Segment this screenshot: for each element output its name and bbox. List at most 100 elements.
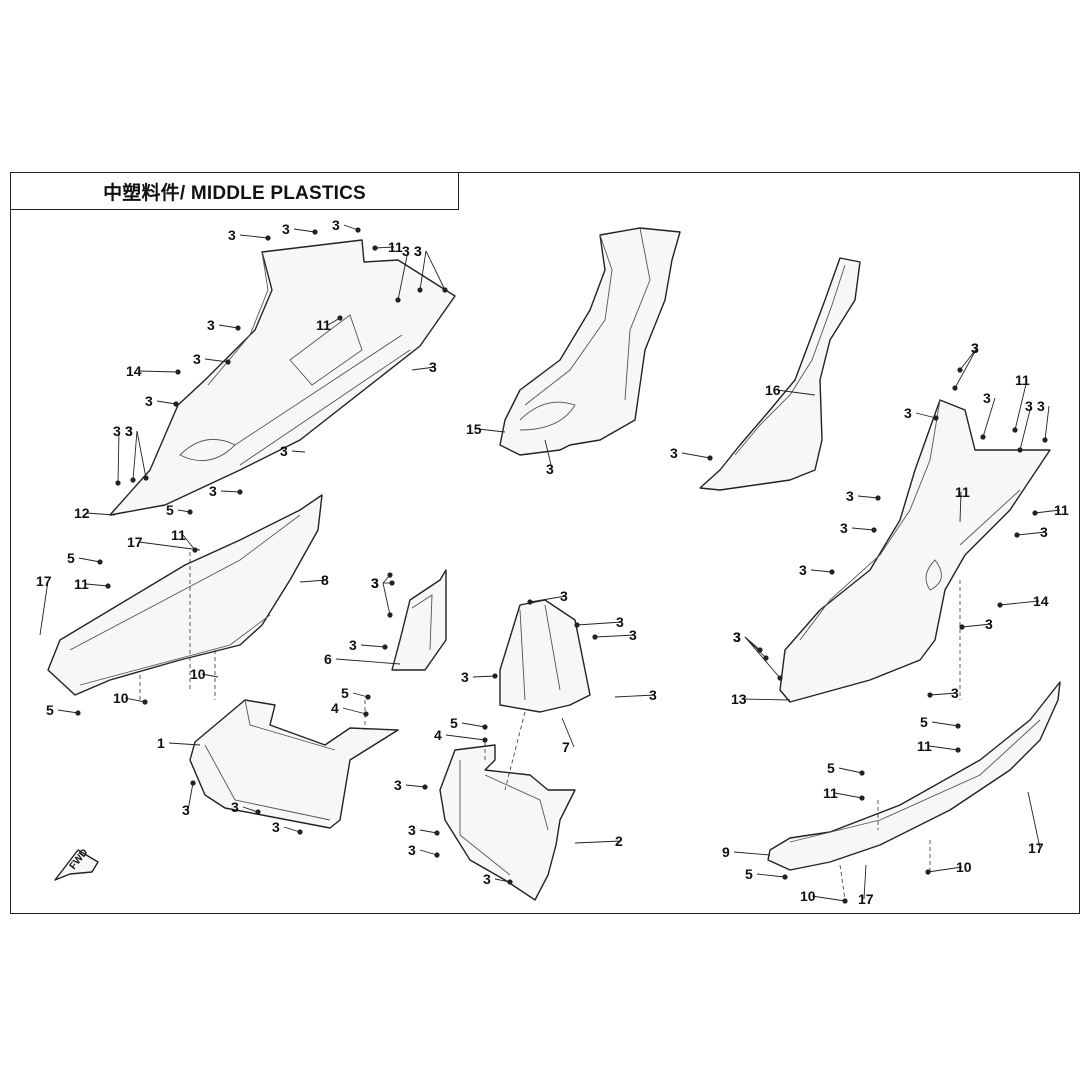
leader-line [733,851,771,856]
leader-line [742,698,791,701]
fastener-marker [527,599,533,605]
fastener-marker [143,475,149,481]
part-9-right-lower-panel [767,681,1061,871]
fastener-marker [574,622,580,628]
leader-line [138,541,201,551]
leader-line [1034,509,1061,514]
callout-4: 4 [331,700,339,716]
title-box: 中塑料件/ MIDDLE PLASTICS [10,172,459,210]
fastener-marker [372,245,378,251]
leader-line [1044,405,1050,441]
callout-11: 11 [955,484,970,500]
leader-line [156,400,177,405]
fastener-marker [482,724,488,730]
fastener-marker [382,644,388,650]
callout-3: 3 [125,423,133,439]
leader-line [342,707,367,715]
callout-11: 11 [388,239,403,255]
fastener-marker [235,325,241,331]
leader-line [218,324,239,329]
fastener-marker [190,780,196,786]
fastener-marker [859,795,865,801]
fastener-marker [417,287,423,293]
callout-3: 3 [113,423,121,439]
callout-9: 9 [722,844,730,860]
callout-3: 3 [733,629,741,645]
callout-3: 3 [971,340,979,356]
leader-line [915,412,937,419]
leader-line [242,806,259,813]
callout-3: 3 [429,359,437,375]
fastener-marker [225,359,231,365]
part-8-left-lower-panel [47,494,323,696]
callout-3: 3 [371,575,379,591]
callout-14: 14 [126,363,142,379]
leader-line [335,658,401,665]
callout-3: 3 [629,627,637,643]
callout-11: 11 [171,527,186,543]
callout-11: 11 [1054,502,1069,518]
leader-line [477,428,506,433]
leader-line [776,389,816,396]
fwd-arrow: FWD [54,847,99,881]
part-6-bracket [391,569,447,671]
fastener-marker [395,297,401,303]
fastener-marker [1014,532,1020,538]
callout-10: 10 [956,859,972,875]
leader-line [834,792,863,799]
callout-3: 3 [371,575,379,591]
fastener-marker [859,770,865,776]
leader-line [574,840,622,844]
leader-line [85,583,109,587]
leader-line [382,582,391,616]
callout-5: 5 [827,760,835,776]
leader-line [360,644,386,648]
callout-3: 3 [231,799,239,815]
part-7-center-mini-panel [499,599,591,713]
fastener-marker [75,710,81,716]
fastener-marker [782,874,788,880]
callout-3: 3 [985,616,993,632]
callout-3: 3 [560,588,568,604]
fastener-marker [927,692,933,698]
leader-line [959,491,962,523]
leader-line [999,600,1040,606]
callout-3: 3 [846,488,854,504]
callout-3: 3 [951,685,959,701]
callout-3: 3 [349,637,357,653]
part-2-center-floor-panel [439,744,576,901]
callout-3: 3 [461,669,469,685]
leader-line [239,234,269,239]
leader-line [374,246,395,249]
callout-14: 14 [1033,593,1049,609]
leader-line [959,347,978,371]
leader-line [124,697,146,703]
fastener-marker [97,559,103,565]
leader-line [928,745,959,751]
callout-3: 3 [733,629,741,645]
leader-line [838,767,863,774]
callout-11: 11 [823,785,838,801]
fastener-marker [142,699,148,705]
leader-line [445,734,486,741]
leader-line [1016,531,1047,536]
callout-3: 3 [209,483,217,499]
leader-line [594,634,636,638]
callout-5: 5 [166,502,174,518]
fastener-marker [1017,447,1023,453]
fastener-marker [173,401,179,407]
leader-line [544,439,553,470]
callout-3: 3 [371,575,379,591]
callout-3: 3 [228,227,236,243]
callout-3: 3 [414,243,422,259]
part-16-center-strip [699,257,861,491]
callout-13: 13 [731,691,747,707]
callout-1: 1 [157,735,165,751]
callout-16: 16 [765,382,781,398]
fastener-marker [757,647,763,653]
fastener-marker [829,569,835,575]
callout-8: 8 [321,572,329,588]
leader-line [1019,405,1032,451]
callout-3: 3 [1040,524,1048,540]
